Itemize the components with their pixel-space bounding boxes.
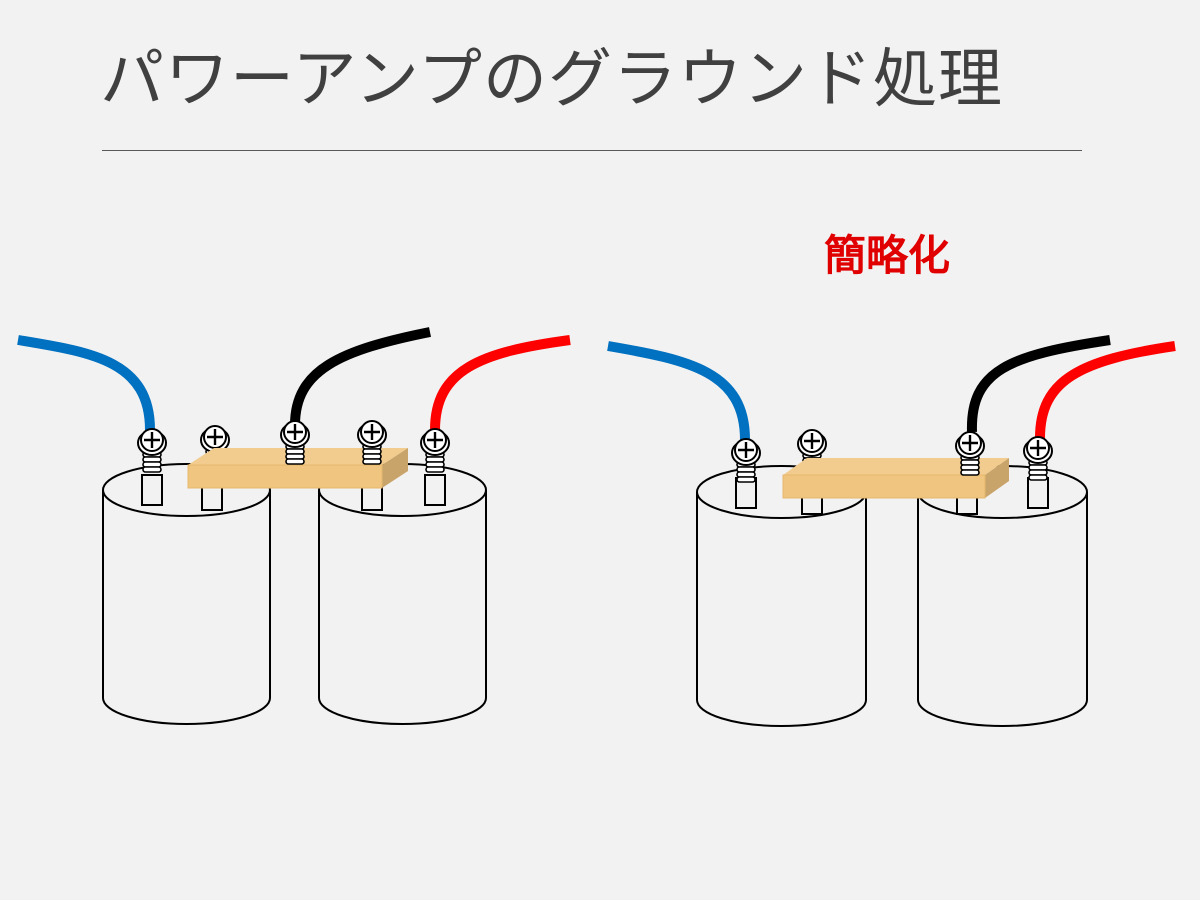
screw-thread bbox=[285, 458, 305, 465]
plus-mark bbox=[804, 433, 820, 449]
ground-bus-board bbox=[782, 458, 1009, 499]
plus-mark bbox=[1030, 440, 1046, 456]
title-divider bbox=[102, 150, 1082, 151]
red-wire bbox=[1035, 341, 1176, 439]
capacitor bbox=[917, 465, 1088, 727]
board-side bbox=[985, 458, 1009, 498]
capacitor-body bbox=[318, 490, 487, 725]
screw-icon bbox=[420, 428, 450, 473]
board-side bbox=[382, 448, 408, 488]
screw-thread bbox=[142, 466, 162, 473]
plus-mark bbox=[962, 435, 978, 451]
capacitor bbox=[102, 463, 271, 725]
plus-mark bbox=[738, 442, 754, 458]
blue-wire bbox=[17, 335, 155, 431]
plus-mark bbox=[427, 432, 443, 448]
board-top bbox=[783, 458, 1009, 475]
plus-mark bbox=[144, 432, 160, 448]
screw-thread bbox=[362, 458, 382, 465]
capacitor bbox=[696, 465, 867, 727]
plus-mark bbox=[287, 424, 303, 440]
screw-icon bbox=[1023, 436, 1053, 481]
blue-wire bbox=[607, 341, 750, 441]
black-wire bbox=[966, 335, 1111, 433]
screw-thread bbox=[736, 476, 756, 483]
plus-mark bbox=[364, 424, 380, 440]
capacitor bbox=[318, 463, 487, 725]
terminal-post bbox=[141, 474, 163, 506]
screw-icon bbox=[357, 420, 387, 465]
capacitor-body bbox=[917, 492, 1088, 727]
screw-icon bbox=[280, 420, 310, 465]
screw-thread bbox=[960, 469, 980, 476]
red-wire bbox=[430, 335, 571, 431]
capacitor-body bbox=[102, 490, 271, 725]
slide-title: パワーアンプのグラウンド処理 bbox=[100, 43, 1003, 117]
screw-icon bbox=[731, 438, 761, 483]
screw-thread bbox=[425, 466, 445, 473]
screw-icon bbox=[955, 431, 985, 476]
plus-mark bbox=[207, 429, 223, 445]
board-front bbox=[187, 464, 383, 489]
black-wire bbox=[290, 327, 431, 426]
board-front bbox=[782, 474, 986, 499]
simplified-label: 簡略化 bbox=[824, 231, 951, 280]
terminal-post bbox=[1027, 477, 1049, 509]
capacitor-body bbox=[696, 492, 867, 727]
screw-icon bbox=[137, 428, 167, 473]
screw-thread bbox=[1028, 474, 1048, 481]
terminal-post bbox=[424, 474, 446, 506]
